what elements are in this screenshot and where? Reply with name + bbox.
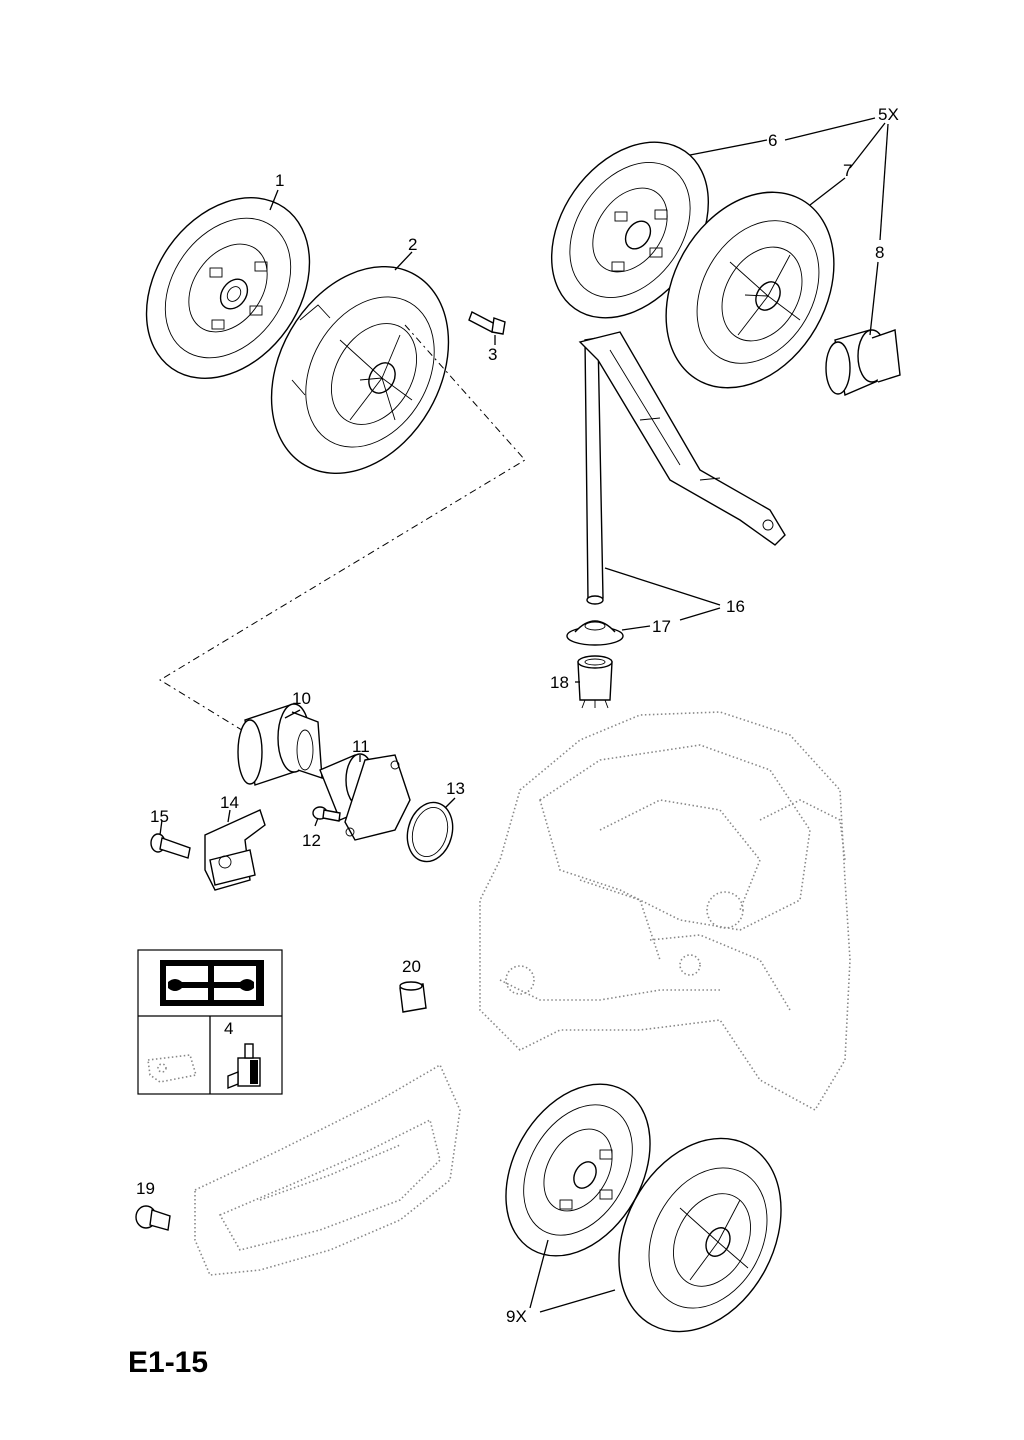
callout-19: 19 [136, 1179, 155, 1198]
cover-plate-outline [194, 1063, 461, 1276]
release-bearing-kit [825, 329, 901, 396]
shaft-bush [577, 655, 613, 709]
clutch-disc [145, 197, 311, 379]
pressure-plate [270, 265, 450, 475]
release-bearing [237, 703, 323, 786]
callout-labels: 1 2 3 5X 6 7 8 10 11 12 13 14 15 16 17 1… [136, 105, 899, 1326]
callout-2: 2 [408, 235, 417, 254]
callout-4: 4 [224, 1019, 233, 1038]
callout-11: 11 [352, 737, 370, 756]
callout-18: 18 [550, 673, 569, 692]
leader-lines [159, 117, 889, 1313]
transmission-housing-outline [479, 711, 851, 1112]
callout-14: 14 [220, 793, 239, 812]
clutch-kit-pressure-plate [618, 1137, 782, 1333]
pilot-bush [399, 981, 427, 1013]
callout-12: 12 [302, 831, 321, 850]
callout-6: 6 [768, 131, 777, 150]
shaft-boot [566, 620, 624, 646]
release-fork [204, 809, 266, 891]
diagram-code: E1-15 [128, 1346, 208, 1379]
callout-5x: 5X [878, 105, 899, 124]
pressure-plate-kit [665, 191, 835, 389]
callout-8: 8 [875, 243, 884, 262]
callout-15: 15 [150, 807, 169, 826]
callout-1: 1 [275, 171, 284, 190]
o-ring [406, 801, 454, 863]
callout-17: 17 [652, 617, 671, 636]
grease-tube-icon [227, 1043, 261, 1090]
callout-9x: 9X [506, 1307, 527, 1326]
bolt-12 [312, 806, 341, 822]
bolt-3 [468, 311, 506, 335]
guide-sleeve [319, 753, 411, 841]
gearbox-oil-icon [147, 1054, 198, 1083]
release-shaft [578, 331, 786, 605]
symbol-legend-box [137, 949, 283, 1095]
callout-16: 16 [726, 597, 745, 616]
callout-13: 13 [446, 779, 465, 798]
callout-7: 7 [843, 161, 852, 180]
callout-3: 3 [488, 345, 497, 364]
manual-wrench-icon [160, 960, 264, 1006]
assembly-connector-line [159, 324, 526, 736]
callout-20: 20 [402, 957, 421, 976]
plug-19 [135, 1205, 171, 1231]
bolt-15 [150, 833, 191, 859]
callout-10: 10 [292, 689, 311, 708]
